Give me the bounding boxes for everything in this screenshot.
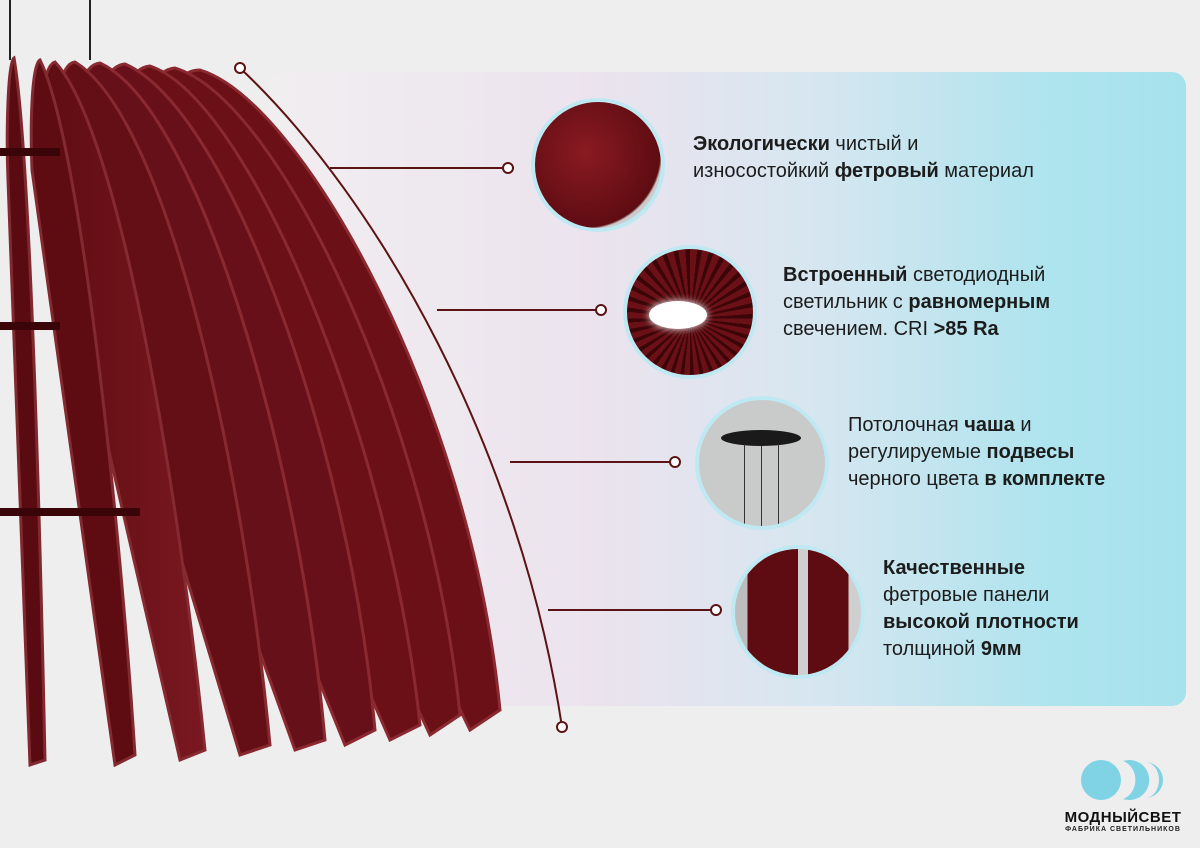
callout-lines (234, 62, 722, 733)
text: Потолочная (848, 414, 965, 436)
bold-text: чаша (964, 414, 1015, 436)
feature-line: износостойкий фетровый материал (693, 158, 1034, 185)
bold-text: подвесы (986, 441, 1075, 463)
feature-line: толщиной 9мм (883, 636, 1079, 663)
feature-line: светильник с равномерным (783, 289, 1050, 316)
led-underside-image (623, 245, 757, 379)
bold-text: Качественные (883, 557, 1025, 579)
led-light-icon (649, 301, 707, 329)
text: материал (938, 160, 1034, 182)
feature-line: высокой плотности (883, 609, 1079, 636)
logo-subtitle: ФАБРИКА СВЕТИЛЬНИКОВ (1065, 826, 1181, 833)
text: светодиодный (907, 264, 1046, 286)
felt-panels-image (731, 545, 865, 679)
bold-text: высокой плотности (883, 611, 1079, 633)
bold-text: >85 Ra (933, 318, 999, 340)
feature-line: Качественные (883, 555, 1079, 582)
bold-text: равномерным (908, 291, 1051, 313)
felt-texture-image (531, 98, 665, 232)
bold-text: в комплекте (984, 468, 1106, 490)
bold-text: 9мм (980, 638, 1022, 660)
logo-name: МОДНЫЙСВЕТ (1064, 809, 1182, 826)
text: светильник с (783, 291, 909, 313)
bold-text: Встроенный (783, 264, 908, 286)
text: износостойкий (693, 160, 835, 182)
logo-moons-icon (1081, 760, 1163, 800)
text: черного цвета (848, 468, 985, 490)
feature-line: Экологически чистый и (693, 131, 1034, 158)
ceiling-canopy-image (695, 396, 829, 530)
felt-slices (0, 55, 502, 768)
feature-line: регулируемые подвесы (848, 439, 1105, 466)
feature-line: Потолочная чаша и (848, 412, 1105, 439)
brand-logo: МОДНЫЙСВЕТ ФАБРИКА СВЕТИЛЬНИКОВ (1048, 758, 1198, 833)
bold-text: фетровый (834, 160, 939, 182)
text: чистый и (829, 133, 919, 155)
text: и (1014, 414, 1032, 436)
bold-text: Экологически (693, 133, 830, 155)
text: фетровые панели (883, 584, 1050, 606)
feature-line: черного цвета в комплекте (848, 466, 1105, 493)
text: свечением. CRI (783, 318, 934, 340)
text: регулируемые (848, 441, 987, 463)
text: толщиной (883, 638, 981, 660)
feature-line: фетровые панели (883, 582, 1079, 609)
feature-line: свечением. CRI >85 Ra (783, 316, 1050, 343)
feature-panels: Качественные фетровые панели высокой плотн… (883, 555, 1079, 663)
feature-line: Встроенный светодиодный (783, 262, 1050, 289)
